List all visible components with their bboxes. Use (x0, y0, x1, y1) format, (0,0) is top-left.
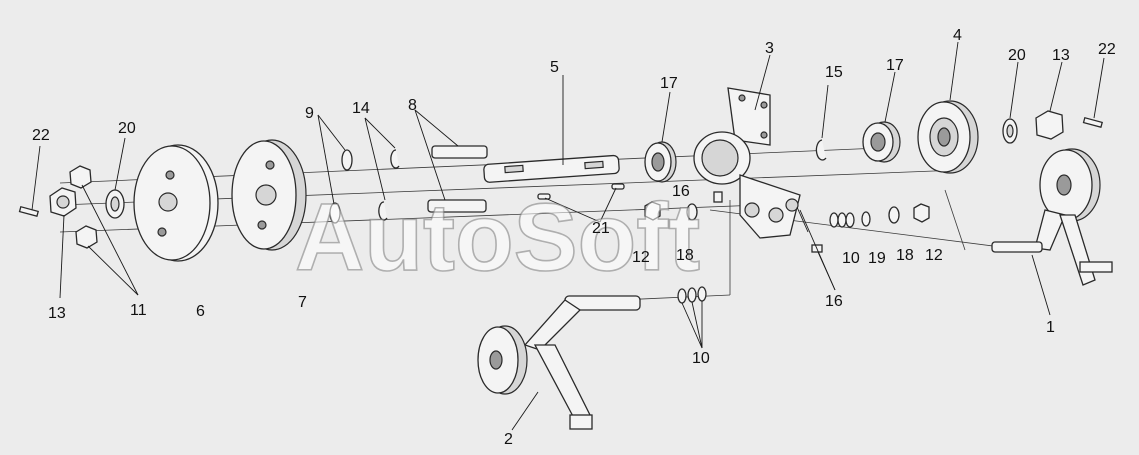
callout-12-right: 12 (925, 247, 943, 264)
washer-18-left (686, 203, 698, 221)
watermark: AutoSoft (295, 184, 700, 291)
callout-20-right: 20 (1008, 47, 1026, 64)
callout-10-right: 10 (842, 250, 860, 267)
nut-13-right (1035, 110, 1064, 140)
callout-20-left: 20 (118, 120, 136, 137)
washer-20-left (105, 189, 125, 219)
nuts-11 (69, 165, 98, 249)
callout-18-left: 18 (676, 247, 694, 264)
hardware-right (861, 203, 930, 227)
bearing-17-right (862, 121, 901, 163)
callout-9: 9 (305, 105, 314, 122)
callout-17-right: 17 (886, 57, 904, 74)
callout-13-left: 13 (48, 305, 66, 322)
cotter-pin-left (18, 205, 40, 218)
callout-7: 7 (298, 294, 307, 311)
callout-16-bottom: 16 (825, 293, 843, 310)
callout-16-top: 16 (672, 183, 690, 200)
callout-4: 4 (953, 27, 962, 44)
washers-10-right (829, 212, 855, 228)
washers-9 (329, 149, 353, 224)
nut-13-left (49, 187, 77, 217)
tensioner-arm-1 (991, 148, 1113, 286)
pulley-7 (231, 139, 307, 251)
washer-20-right (1002, 118, 1018, 144)
snap-rings-14 (378, 149, 400, 221)
callout-22-left: 22 (32, 127, 50, 144)
callout-11: 11 (130, 302, 147, 319)
callout-2: 2 (504, 431, 513, 448)
cotter-pin-right (1082, 116, 1104, 129)
callout-6: 6 (196, 303, 205, 320)
pins-8 (427, 145, 488, 213)
pulley-disc-6 (133, 144, 219, 262)
callout-8: 8 (408, 97, 417, 114)
bearing-17-left (644, 141, 677, 183)
callout-1: 1 (1046, 319, 1055, 336)
shaft-5 (483, 154, 620, 183)
callout-14: 14 (352, 100, 370, 117)
callout-5: 5 (550, 59, 559, 76)
callout-13-right: 13 (1052, 47, 1070, 64)
leader-lines (31, 41, 1105, 431)
callout-18-right: 18 (896, 247, 914, 264)
washers-10-bottom (677, 286, 707, 304)
callout-17-left: 17 (660, 75, 678, 92)
callout-12-left: 12 (632, 249, 650, 266)
callout-19: 19 (868, 250, 886, 267)
callout-22-right: 22 (1098, 41, 1116, 58)
callout-15: 15 (825, 64, 843, 81)
callout-21: 21 (592, 220, 610, 237)
bracket-3 (693, 87, 801, 239)
tensioner-arm-2 (477, 295, 641, 430)
callout-10-bottom: 10 (692, 350, 710, 367)
pulley-4 (917, 100, 979, 174)
callout-3: 3 (765, 40, 774, 57)
snap-ring-15 (815, 139, 827, 161)
key-21 (537, 183, 625, 200)
callouts: 22 20 13 11 6 7 9 14 8 5 17 3 16 21 12 1… (32, 27, 1116, 448)
nut-12-left (644, 201, 661, 221)
